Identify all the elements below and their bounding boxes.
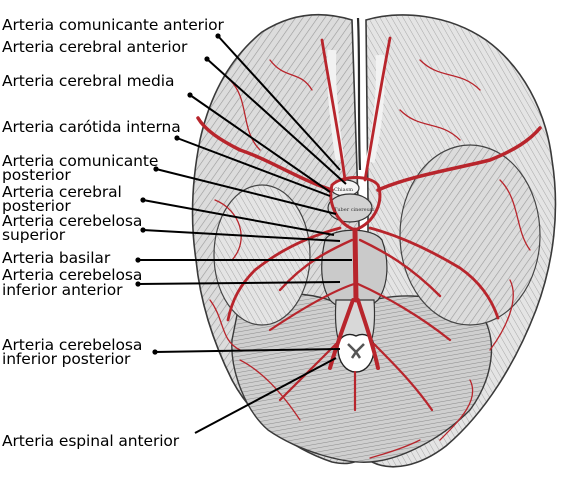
label-arteria-cerebral-posterior-line1: Arteria cerebral [2,183,122,201]
left-pca-path [226,226,342,322]
left-temporal-lobe [213,184,311,326]
chiasm-label: Chiasm [334,187,353,193]
label-arteria-cerebelosa-inferior-posterior-line2: inferior posterior [2,350,131,368]
leader-carotida-interna [176,137,331,197]
circle-of-willis-path [329,176,382,232]
right-pca-path [368,226,500,320]
leader-espinal-anterior [194,357,337,434]
leader-comunicante-posterior [155,168,337,215]
leader-cerebral-media [189,94,331,193]
label-arteria-cerebelosa-inferior-anterior-line1: Arteria cerebelosa [2,266,143,284]
dot-comunicante-anterior [215,33,221,39]
dot-cerebral-anterior [204,56,210,62]
left-aca-path [320,38,347,182]
left-aica-path [268,282,356,332]
label-arteria-cerebelosa-inferior-posterior-line1: Arteria cerebelosa [2,336,143,354]
dot-cerebelosa-inf-post [152,349,158,355]
tuber-cinereum [327,193,373,223]
label-arteria-basilar: Arteria basilar [2,249,111,267]
surface-vessels-left [209,59,313,421]
leader-lines [137,35,352,434]
vertebral-right-path [356,298,380,370]
basilar-artery-path [352,227,359,303]
label-arteria-cerebelosa-inferior-anterior-line2: inferior anterior [2,281,123,299]
dot-cerebral-media [187,92,193,98]
label-arteria-cerebelosa-superior-line1: Arteria cerebelosa [2,212,143,230]
dot-cerebelosa-inf-ant [135,281,141,287]
right-temporal-lobe [399,144,541,326]
tuber-label: Tuber cinereum [334,207,375,213]
dot-carotida-interna [174,135,180,141]
leader-cerebelosa-inf-post [154,348,341,353]
arteries [196,36,542,459]
dot-comunicante-posterior [153,166,159,172]
longitudinal-fissure [356,17,362,171]
label-arteria-espinal-anterior: Arteria espinal anterior [2,432,180,450]
spinal-grey-matter [347,343,365,359]
leader-dots [135,33,221,355]
leader-cerebelosa-superior [142,229,341,242]
leader-cerebral-posterior [142,199,335,236]
label-arteria-cerebral-posterior-line2: posterior [2,197,71,215]
brain [191,13,557,468]
dot-cerebral-posterior [140,197,146,203]
left-mca-path [196,116,334,192]
label-arteria-comunicante-anterior: Arteria comunicante anterior [2,16,224,34]
surface-vessels-right [369,59,531,459]
label-arteria-cerebral-anterior: Arteria cerebral anterior [2,38,188,56]
leader-cerebelosa-inf-ant [137,281,341,285]
dot-cerebelosa-superior [140,227,146,233]
label-arteria-cerebral-media: Arteria cerebral media [2,72,175,90]
leader-cerebral-anterior [206,58,347,185]
leader-comunicante-anterior [217,35,341,171]
dot-basilar [135,257,141,263]
label-arteria-cerebelosa-superior-line2: superior [2,226,66,244]
label-arteria-carotida-interna: Arteria carótida interna [2,118,181,136]
right-aica-path [356,282,452,342]
right-aca-path [363,36,392,182]
right-pica-path [372,342,434,412]
right-sca-path [358,238,442,298]
label-arteria-comunicante-posterior-line1: Arteria comunicante [2,152,159,170]
right-mca-path [376,126,542,192]
label-arteria-comunicante-posterior-line2: posterior [2,166,71,184]
